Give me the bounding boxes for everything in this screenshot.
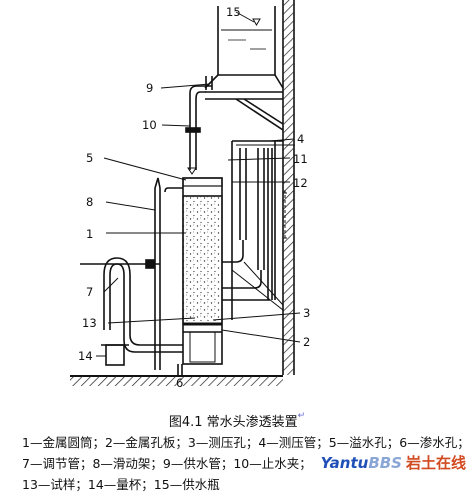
watermark-part-c: 岩土在线	[405, 454, 466, 472]
drain-outlet	[177, 364, 183, 376]
measuring-cup	[101, 344, 129, 366]
caption-text: 图4.1 常水头渗透装置	[168, 415, 298, 430]
callout-5: 5	[86, 151, 93, 165]
callout-11: 11	[293, 152, 308, 166]
callout-1: 1	[86, 227, 93, 241]
leader-lines	[96, 11, 301, 357]
watermark-part-b: BBS	[368, 454, 402, 472]
piezometer-tubes	[222, 240, 284, 311]
shelf-bracket	[205, 91, 284, 131]
callout-3: 3	[303, 306, 310, 320]
adjusting-tube	[80, 187, 183, 353]
callout-12: 12	[293, 176, 308, 190]
piezometer-board	[231, 140, 295, 320]
wall	[282, 0, 295, 375]
legend-line-1: 1—金属圆筒；2—金属孔板；3—测压孔；4—测压管；5—溢水孔；6—渗水孔；	[22, 435, 470, 450]
metal-cylinder	[182, 167, 223, 365]
legend-line-3: 13—试样；14—量杯；15—供水瓶	[22, 477, 220, 492]
callout-6: 6	[176, 376, 183, 390]
callout-15: 15	[226, 5, 241, 19]
supply-pipe	[185, 76, 213, 170]
callout-9: 9	[146, 81, 153, 95]
permeameter-diagram: 1 2 3 4 5 6 7 8 9 10 11 12 13 14 15	[70, 0, 310, 390]
ground	[70, 375, 283, 386]
callout-7: 7	[86, 285, 93, 299]
callout-10: 10	[142, 118, 157, 132]
figure-caption: 图4.1 常水头渗透装置↵	[0, 411, 474, 430]
callout-2: 2	[303, 335, 310, 349]
return-mark: ↵	[297, 411, 306, 421]
callout-14: 14	[78, 349, 93, 363]
supply-bottle	[204, 6, 284, 89]
watermark-part-a: Yantu	[320, 454, 369, 472]
sliding-frame	[154, 177, 161, 370]
callout-13: 13	[82, 316, 97, 330]
callout-8: 8	[86, 195, 93, 209]
callout-4: 4	[297, 132, 304, 146]
legend-line-2: 7—调节管；8—滑动架；9—供水管；10—止水夹；	[22, 456, 312, 471]
